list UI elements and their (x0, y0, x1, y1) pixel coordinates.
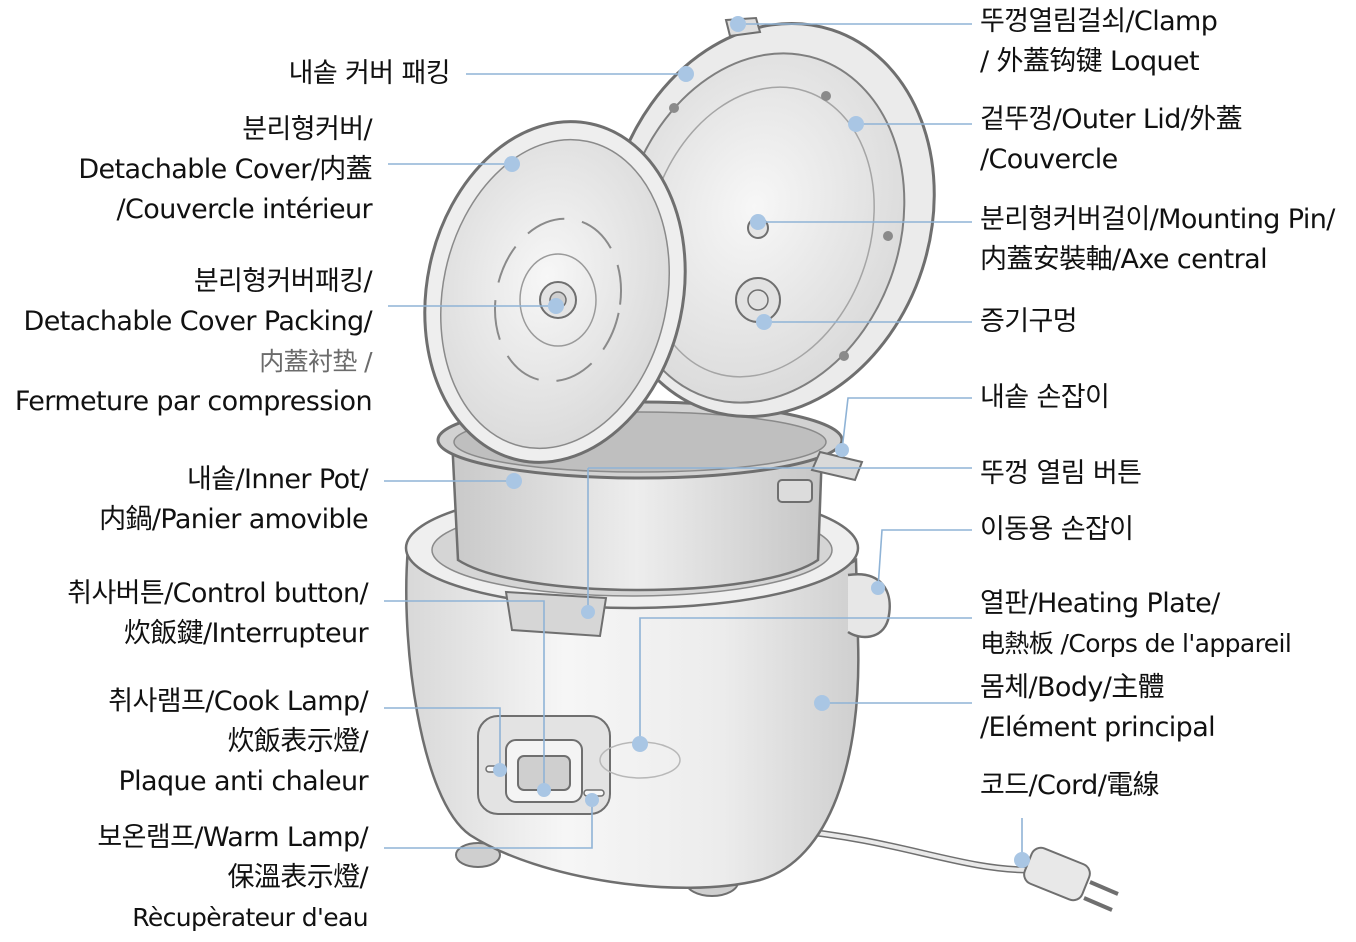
label-line: 内蓋衬垫 / (259, 347, 372, 376)
label-line: 겉뚜껑/Outer Lid/外蓋 (980, 104, 1243, 135)
label-line: /Couvercle intérieur (116, 194, 373, 225)
label-detachable-cover: 분리형커버/ Detachable Cover/内蓋 /Couvercle in… (78, 110, 372, 230)
pot-handle (810, 450, 864, 482)
leader-pot-handle (841, 397, 972, 451)
leader-carry-handle (877, 529, 972, 589)
label-line: 电熱板 /Corps de l'appareil (980, 629, 1292, 658)
label-line: 炊飯鍵/Interrupteur (123, 618, 369, 649)
label-line: Plaque anti chaleur (118, 766, 368, 797)
leader-cook-lamp (384, 707, 501, 770)
inner-pot (450, 437, 824, 592)
label-control-button: 취사버튼/Control button/ 炊飯鍵/Interrupteur (67, 574, 368, 654)
label-line: Detachable Cover Packing/ (23, 306, 373, 337)
label-heating-plate: 열판/Heating Plate/ 电熱板 /Corps de l'appare… (980, 584, 1292, 664)
label-line: 분리형커버걸이/Mounting Pin/ (980, 204, 1335, 235)
leader-heating-plate (639, 617, 972, 744)
label-line: 뚜껑열림걸쇠/Clamp (980, 6, 1218, 37)
label-inner-cover-packing: 내솥 커버 패킹 (288, 54, 451, 94)
label-line: 취사버튼/Control button/ (67, 578, 368, 609)
label-line: 뚜껑 열림 버튼 (980, 458, 1142, 489)
label-line: 보온램프/Warm Lamp/ (97, 822, 368, 853)
label-warm-lamp: 보온램프/Warm Lamp/ 保溫表示燈/ Rècupèrateur d'ea… (97, 818, 368, 938)
label-lid-open-button: 뚜껑 열림 버튼 (980, 454, 1142, 494)
label-line: 内蓋安裝軸/Axe central (980, 244, 1268, 275)
label-body: 몸체/Body/主體 /Elément principal (980, 668, 1216, 748)
label-line: 분리형커버패킹/ (193, 266, 373, 297)
label-line: 내솥/Inner Pot/ (187, 464, 369, 495)
label-line: 취사램프/Cook Lamp/ (108, 686, 368, 717)
label-pot-handle: 내솥 손잡이 (980, 378, 1110, 418)
label-line: 분리형커버/ (242, 114, 372, 145)
control-button (504, 590, 608, 638)
label-cord: 코드/Cord/電線 (980, 766, 1160, 806)
leader-control-button (384, 600, 545, 790)
label-line: 내솥 손잡이 (980, 382, 1110, 413)
label-line: 保溫表示燈/ (227, 862, 369, 893)
leader-lines (384, 23, 1023, 860)
label-outer-lid: 겉뚜껑/Outer Lid/外蓋 /Couvercle (980, 100, 1243, 180)
steam-vent (735, 277, 781, 323)
label-steam-vent: 증기구멍 (980, 302, 1078, 342)
label-line: / 外蓋钩键 Loquet (980, 46, 1200, 77)
label-detachable-cover-packing: 분리형커버패킹/ Detachable Cover Packing/ 内蓋衬垫 … (14, 262, 373, 422)
label-line: 이동용 손잡이 (980, 514, 1134, 545)
label-line: 内鍋/Panier amovible (99, 504, 369, 535)
label-line: /Elément principal (980, 712, 1216, 743)
label-line: 코드/Cord/電線 (980, 770, 1160, 801)
power-plug (1023, 846, 1119, 912)
label-carry-handle: 이동용 손잡이 (980, 510, 1134, 550)
leader-dots (493, 16, 1030, 868)
label-line: Rècupèrateur d'eau (132, 903, 368, 932)
label-cook-lamp: 취사램프/Cook Lamp/ 炊飯表示燈/ Plaque anti chale… (108, 682, 368, 802)
label-clamp: 뚜껑열림걸쇠/Clamp / 外蓋钩键 Loquet (980, 2, 1218, 82)
leader-warm-lamp (384, 800, 593, 849)
label-mounting-pin: 분리형커버걸이/Mounting Pin/ 内蓋安裝軸/Axe central (980, 200, 1335, 280)
foot-left (455, 842, 501, 868)
label-line: /Couvercle (980, 144, 1118, 175)
label-line: 몸체/Body/主體 (980, 672, 1165, 703)
label-line: Fermeture par compression (14, 386, 373, 417)
label-line: 열판/Heating Plate/ (980, 588, 1220, 619)
label-line: 증기구멍 (980, 306, 1078, 337)
lid-open-button (777, 479, 813, 503)
label-inner-pot: 내솥/Inner Pot/ 内鍋/Panier amovible (99, 460, 369, 540)
label-line: 내솥 커버 패킹 (288, 58, 451, 89)
label-line: 炊飯表示燈/ (227, 726, 369, 757)
label-line: Detachable Cover/内蓋 (78, 154, 372, 185)
